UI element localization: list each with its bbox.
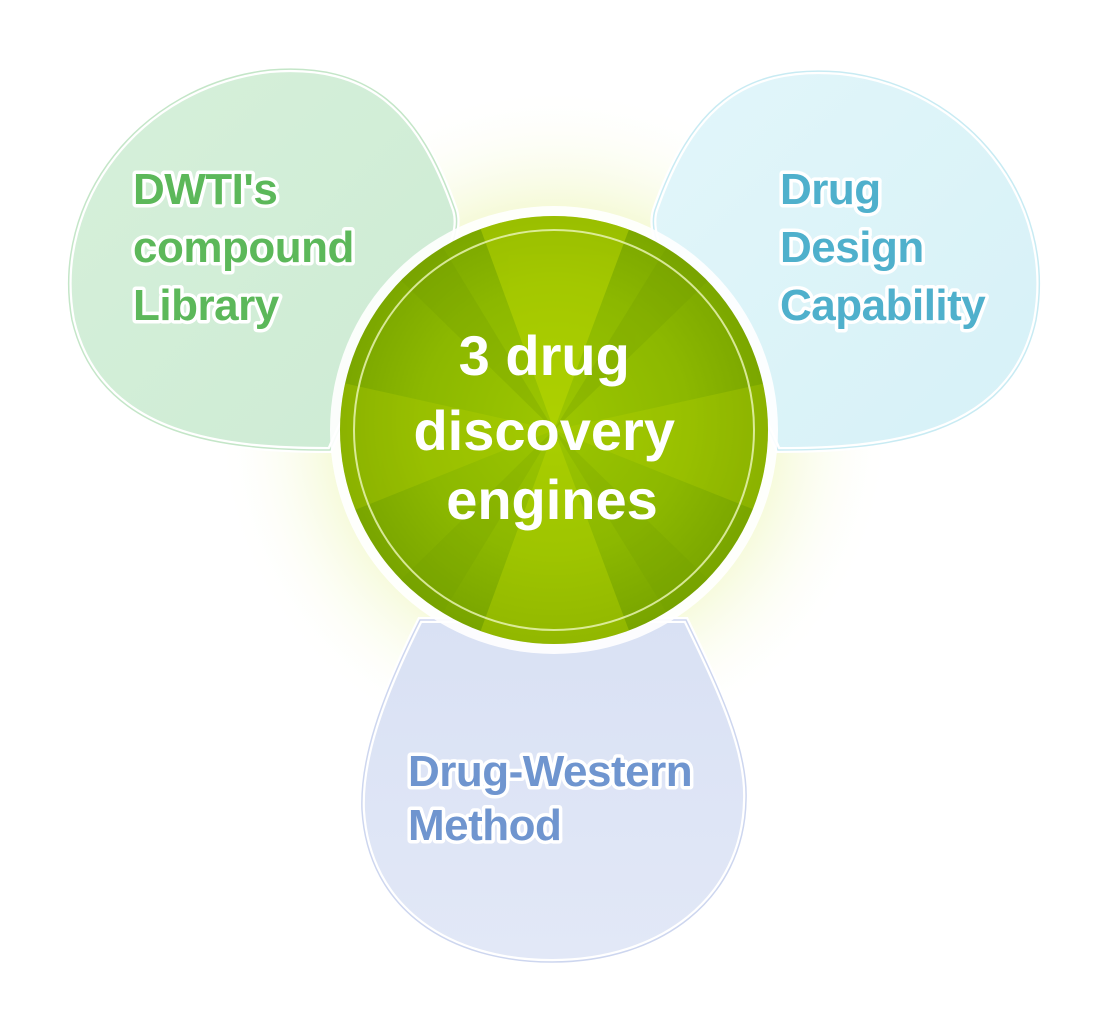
center-label: 3 drug discovery engines bbox=[413, 324, 690, 531]
center-inner-ring bbox=[353, 229, 755, 631]
petal-bottom: Drug-Western Method bbox=[358, 617, 750, 966]
petal-right-label: Drug Design Capability bbox=[780, 165, 986, 330]
petal-bottom-label: Drug-Western Method bbox=[408, 747, 704, 850]
petal-left-label: DWTI's compound Library bbox=[133, 165, 366, 330]
center-circle: 3 drug discovery engines bbox=[330, 206, 778, 654]
